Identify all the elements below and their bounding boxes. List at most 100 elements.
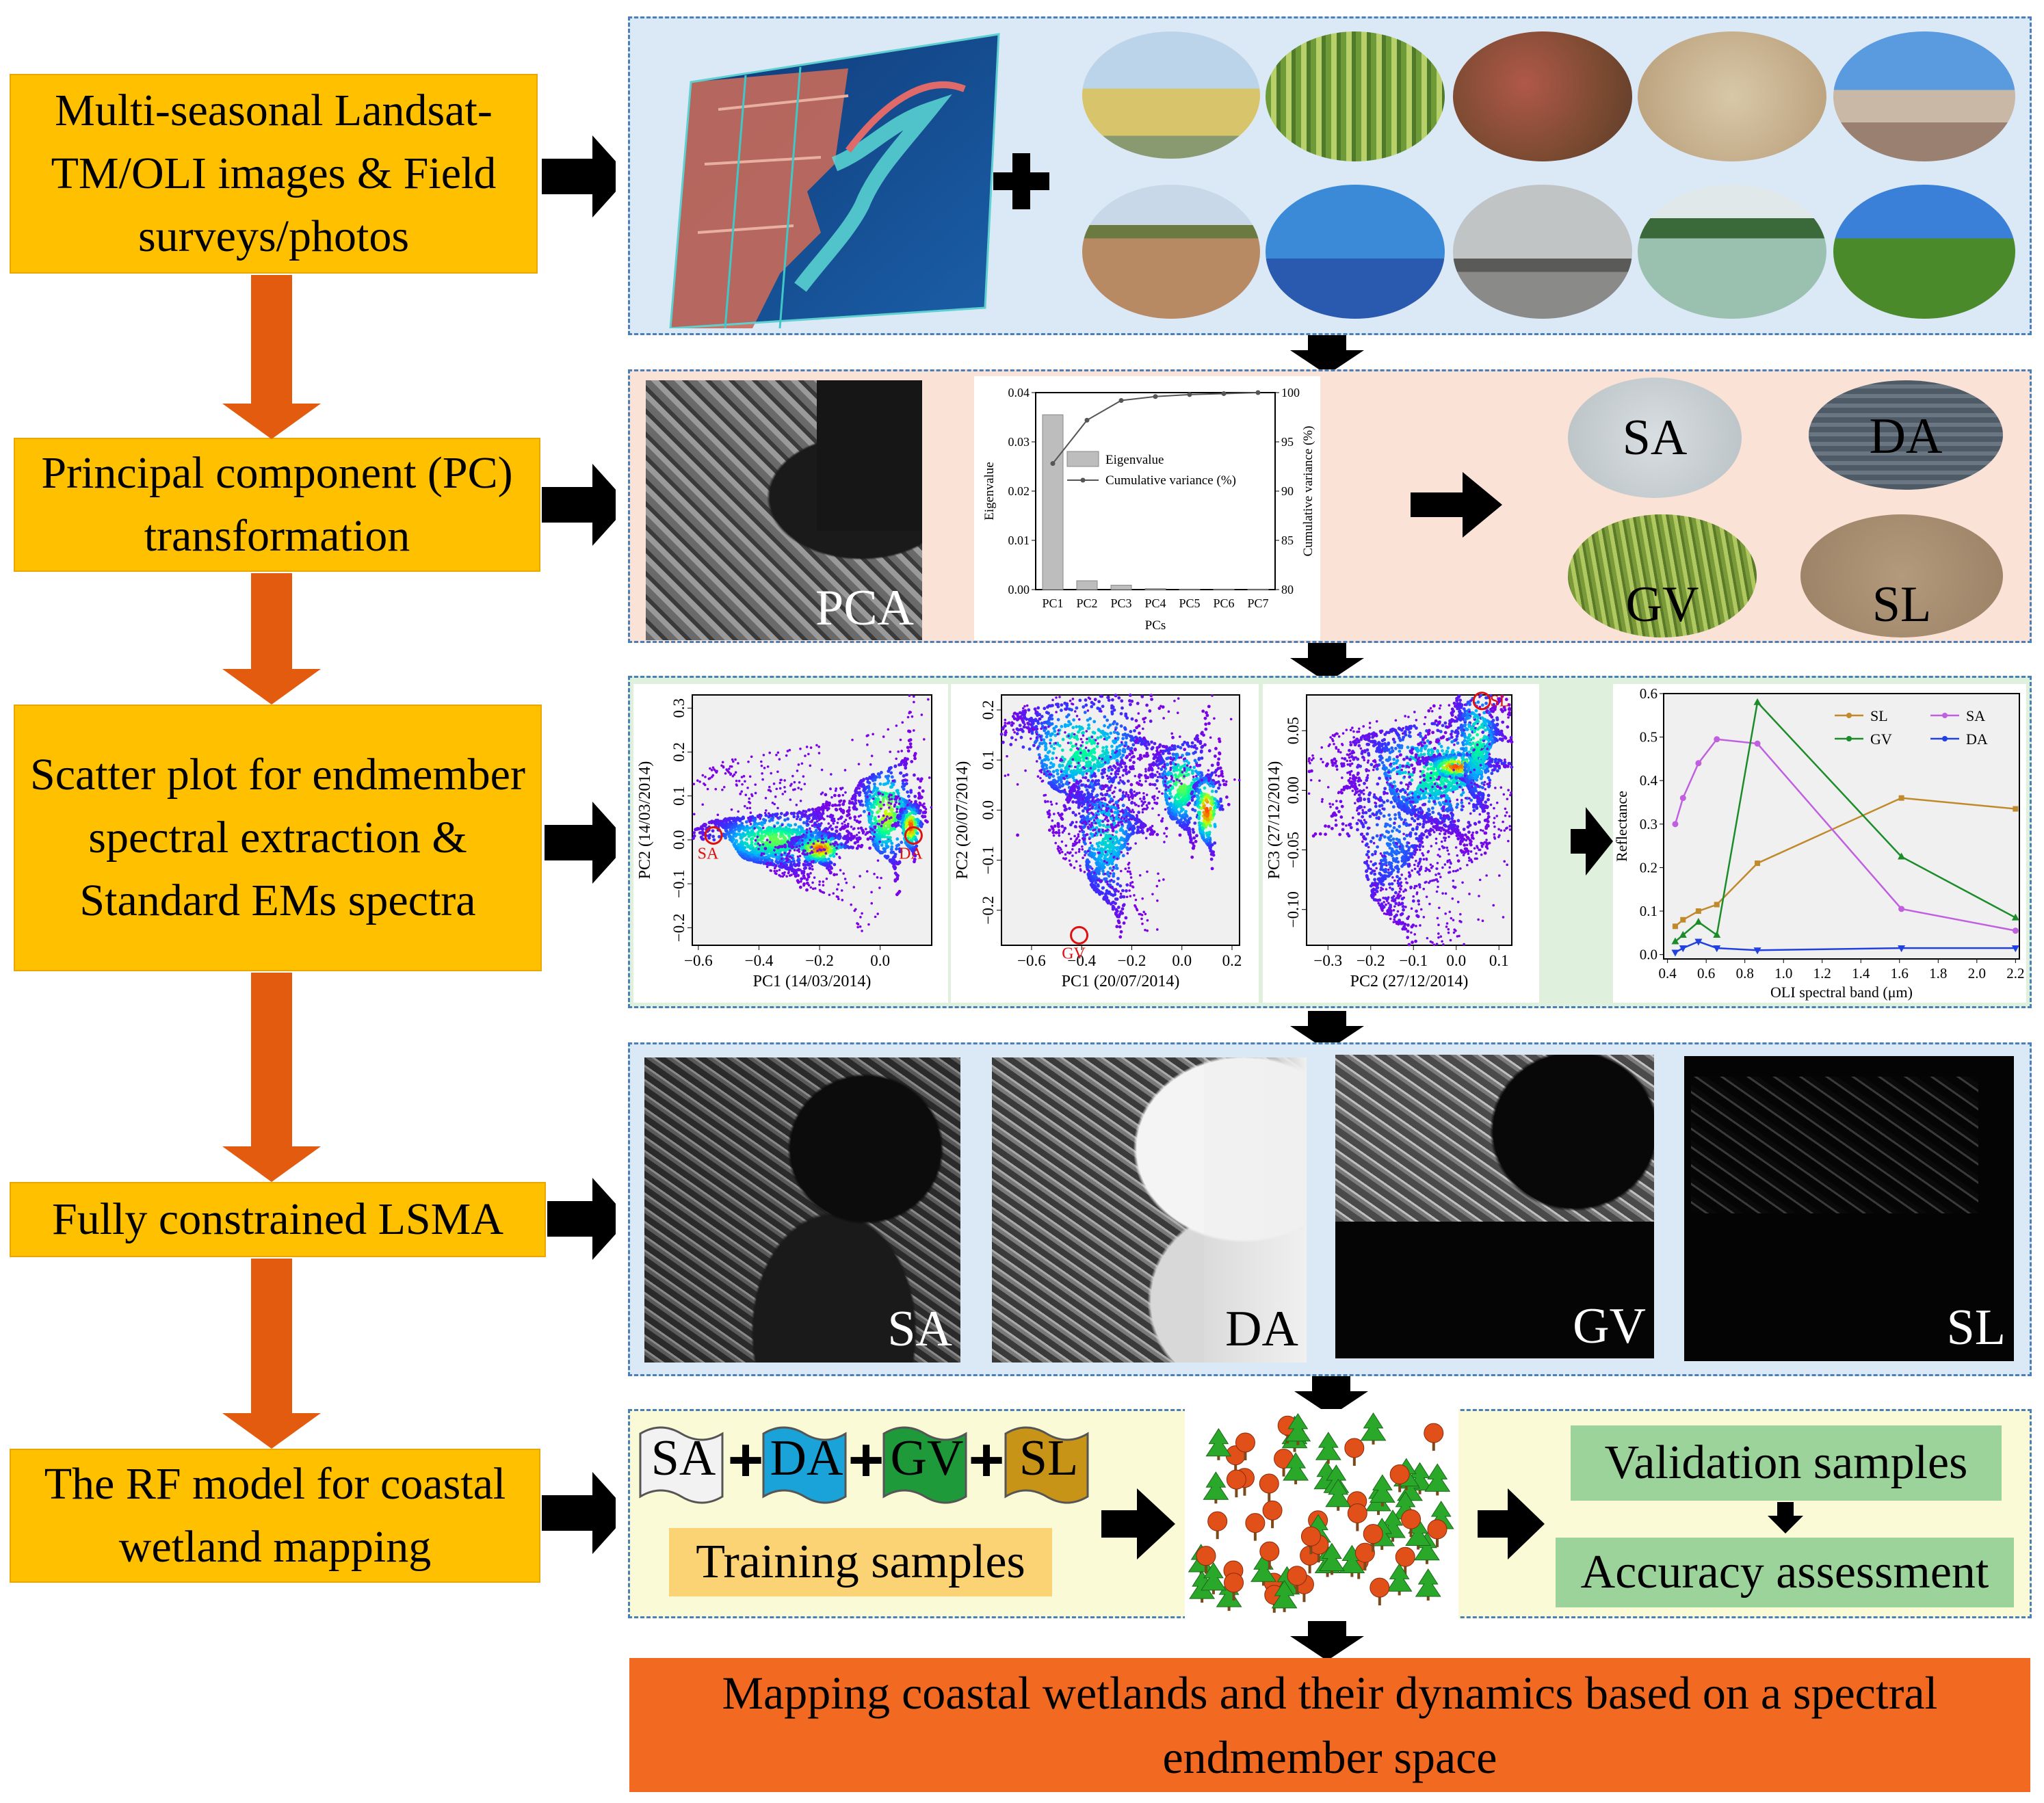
field-photo-3 (1453, 31, 1632, 161)
scatter-point (731, 835, 734, 839)
scatter-point (1060, 703, 1064, 707)
connector-arrow-5 (1290, 1621, 1364, 1661)
scatter-point (906, 813, 910, 817)
scatter-point (715, 771, 718, 774)
scatter-point (711, 829, 715, 833)
scatter-point (843, 769, 847, 772)
scatter-point (785, 813, 788, 816)
scatter-point (833, 863, 837, 867)
scatter-point (836, 843, 839, 846)
scatter-point (825, 863, 829, 867)
scatter-point (913, 752, 917, 756)
scatter-point (735, 784, 738, 787)
scatter-point (734, 847, 738, 851)
scatter-point (792, 788, 795, 791)
scatter-point (825, 877, 828, 880)
scatter-point (904, 773, 908, 777)
scatter-point (770, 851, 773, 855)
scatter-point (726, 824, 731, 828)
scatter-point (1010, 736, 1014, 740)
scatter-point (764, 796, 768, 800)
scatter-point (1051, 763, 1056, 767)
scatter-point (781, 857, 783, 860)
scatter-point (818, 828, 822, 831)
x-tick-label: PC2 (1076, 596, 1097, 610)
scatter-point (911, 847, 915, 852)
scatter-point (1148, 709, 1152, 713)
scatter-point (874, 815, 877, 819)
scatter-point (1090, 844, 1094, 848)
scatter-point (921, 816, 925, 819)
scatter-point (1078, 698, 1082, 702)
scatter-point (740, 790, 744, 793)
scatter-point (778, 869, 781, 871)
scatter-point (907, 729, 910, 733)
scatter-point (810, 860, 813, 863)
scatter-point (914, 801, 917, 804)
scatter-point (1019, 735, 1023, 739)
scatter-point (787, 870, 790, 873)
scatter-point (726, 769, 729, 772)
y-tick-label: 0.02 (1008, 484, 1030, 498)
scatter-point (1047, 758, 1051, 762)
scatter-point (809, 764, 812, 767)
scatter-point (1095, 842, 1099, 845)
scatter-point (1091, 784, 1095, 788)
scatter-point (895, 795, 898, 799)
scatter-point (853, 818, 856, 821)
scatter-point (838, 804, 841, 806)
scatter-point (758, 813, 761, 817)
scatter-point (744, 842, 748, 846)
scatter-point (729, 828, 733, 832)
scatter-point (783, 852, 786, 854)
scatter-point (767, 828, 771, 832)
scatter-point (822, 830, 824, 832)
scatter-point (1119, 930, 1123, 934)
scatter-point (741, 782, 744, 786)
scatter-point (853, 841, 857, 845)
scatter-point (877, 808, 881, 813)
right-arrow-5 (542, 1472, 616, 1554)
scatter-point (874, 792, 878, 796)
scatter-point (823, 834, 827, 838)
scatter-point (999, 732, 1004, 736)
scatter-point (787, 852, 791, 854)
scatter-point (821, 863, 825, 867)
scatter-point (701, 774, 705, 777)
scatter-point (1027, 719, 1032, 722)
step-5-label: The RF model for coastal wetland mapping (44, 1459, 506, 1572)
scatter-point (711, 834, 716, 839)
scatter-point (752, 822, 757, 826)
scatter-point (1119, 895, 1123, 899)
scatter-point (1095, 847, 1099, 852)
eigenvalue-bar (1144, 588, 1166, 590)
scatter-point (733, 828, 737, 832)
scatter-point (749, 811, 752, 815)
scatter-point (878, 775, 882, 779)
scatter-point (817, 817, 821, 820)
scatter-point (813, 887, 817, 890)
scatter-point (770, 832, 774, 836)
scatter-point (822, 802, 825, 806)
scatter-point (796, 863, 798, 867)
scatter-point (797, 763, 800, 766)
scatter-point (802, 863, 805, 866)
scatter-point (906, 804, 909, 806)
scatter-point (698, 780, 701, 783)
landsat-image-stack (669, 33, 1000, 328)
scatter-point (895, 844, 899, 847)
scatter-point (900, 750, 903, 752)
scatter-point (886, 781, 890, 785)
scatter-point (841, 793, 845, 797)
scatter-point (822, 884, 825, 886)
scatter-point (1086, 718, 1090, 722)
scatter-point (1051, 769, 1056, 774)
scatter-point (899, 808, 902, 811)
eigenvalue-bar (1042, 414, 1064, 590)
scatter-point (820, 834, 824, 837)
scatter-point (759, 817, 761, 820)
scatter-point (778, 781, 782, 785)
scatter-point (1122, 748, 1126, 751)
down-arrow-4 (222, 1259, 321, 1449)
x-tick-label: PC5 (1179, 596, 1200, 610)
